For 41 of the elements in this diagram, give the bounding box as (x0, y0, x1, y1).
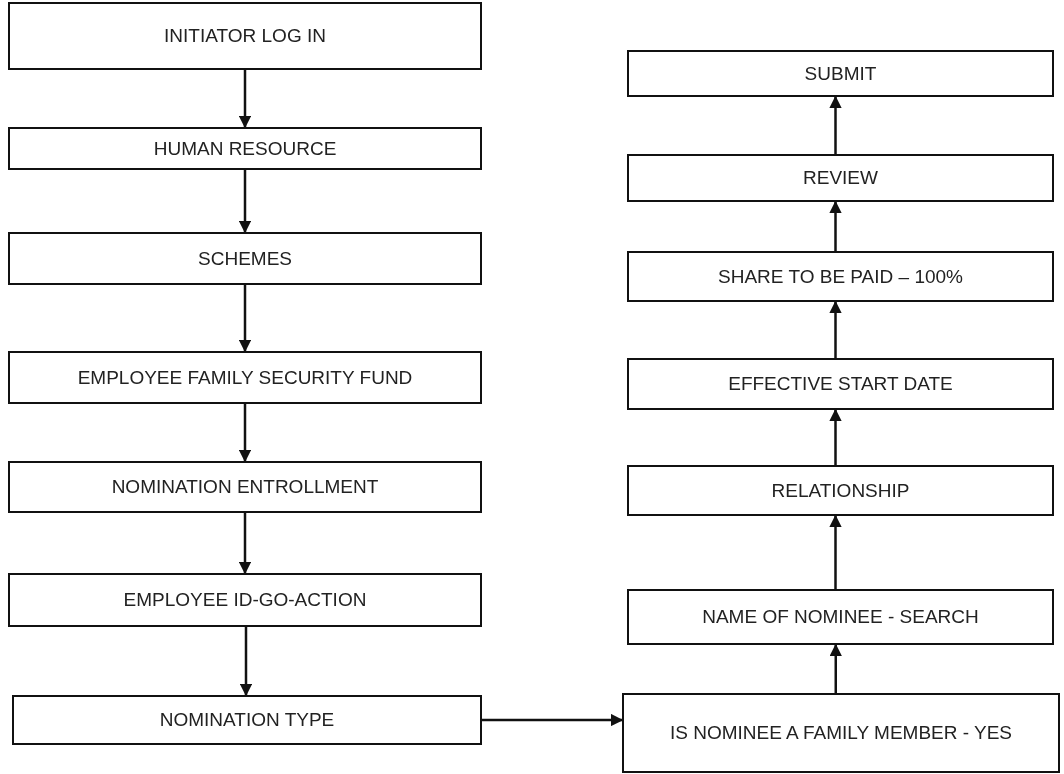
box-label: NOMINATION ENTROLLMENT (110, 475, 380, 500)
arrow (829, 200, 842, 251)
process-box (12, 695, 482, 745)
arrow (829, 643, 842, 693)
process-box (622, 693, 1060, 773)
process-box (8, 351, 482, 404)
process-box (627, 50, 1054, 97)
arrow (238, 70, 252, 129)
process-box (627, 358, 1054, 410)
process-box (627, 154, 1054, 202)
arrow (829, 408, 842, 465)
process-box (627, 589, 1054, 645)
arrow (239, 627, 253, 697)
process-box (8, 573, 482, 627)
process-box (8, 2, 482, 70)
process-box (8, 232, 482, 285)
arrow (829, 514, 842, 589)
box-label: EMPLOYEE ID-GO-ACTION (122, 588, 368, 613)
box-label: SUBMIT (803, 61, 878, 86)
arrow (829, 300, 842, 358)
arrow (238, 170, 252, 234)
arrow (238, 404, 252, 463)
box-label: HUMAN RESOURCE (152, 136, 338, 161)
process-box (627, 465, 1054, 516)
box-label: EFFECTIVE START DATE (727, 372, 954, 397)
arrow (238, 285, 252, 353)
process-box (8, 127, 482, 170)
box-label: IS NOMINEE A FAMILY MEMBER - YES (668, 721, 1014, 746)
box-label: INITIATOR LOG IN (163, 24, 327, 49)
box-label: NAME OF NOMINEE - SEARCH (701, 605, 980, 630)
box-label: RELATIONSHIP (770, 478, 911, 503)
arrow (238, 513, 252, 575)
arrow (482, 713, 624, 727)
process-box (8, 461, 482, 513)
arrow (829, 95, 842, 154)
box-label: SCHEMES (197, 246, 293, 271)
box-label: REVIEW (802, 166, 879, 191)
box-label: NOMINATION TYPE (158, 708, 336, 733)
box-label: SHARE TO BE PAID – 100% (717, 264, 964, 289)
box-label: EMPLOYEE FAMILY SECURITY FUND (76, 365, 414, 390)
process-box (627, 251, 1054, 302)
